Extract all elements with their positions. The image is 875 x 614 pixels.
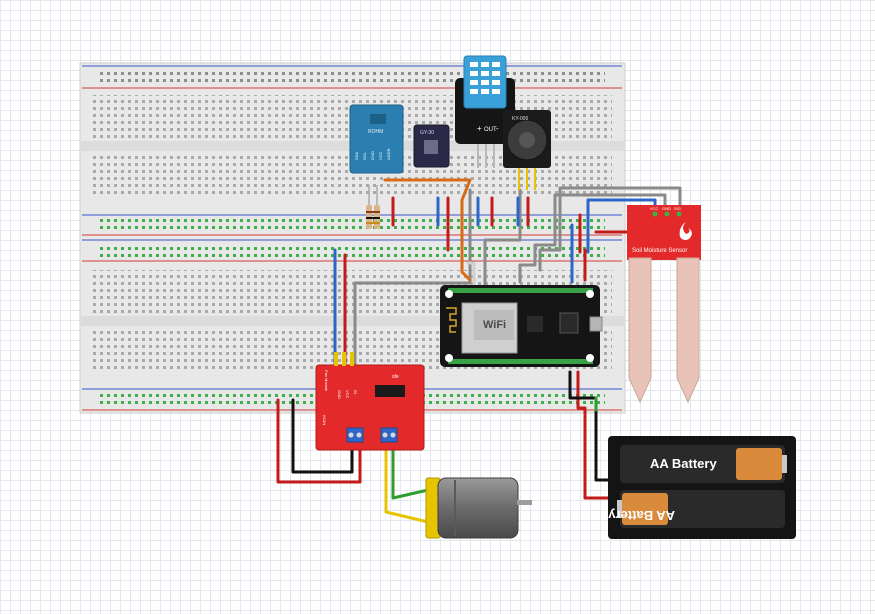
dht-pin-label: OUT	[484, 127, 497, 133]
sparkfun-flame-icon	[679, 222, 692, 240]
driver-pin-label: VCC	[345, 390, 350, 399]
resistors	[366, 185, 380, 229]
buzzer-module: KY-006	[503, 110, 551, 190]
usb-port-icon	[589, 316, 603, 332]
light-pin-label: ADDR	[386, 149, 391, 160]
dht-pin-label: -	[496, 124, 499, 133]
driver-pin-label: IN	[353, 390, 358, 394]
light-pin-label: GND	[370, 151, 375, 160]
wires	[276, 178, 682, 524]
wifi-icon: WiFi	[483, 319, 506, 331]
motor-driver-board: sfe Fan Module IN1IN GND VCC IN	[315, 352, 425, 451]
driver-pin-label: GND	[337, 390, 342, 399]
driver-title: Fan Module	[324, 370, 329, 392]
gy-sensor-module: GY-30	[413, 124, 450, 168]
driver-brand: sfe	[392, 374, 399, 380]
moisture-pin-label: SIG	[674, 206, 681, 211]
driver-side-label: IN1IN	[322, 415, 327, 425]
moisture-title: Soil Moisture Sensor	[632, 248, 687, 254]
nodemcu-board: WiFi	[440, 285, 603, 367]
dc-motor	[425, 477, 532, 539]
battery-bottom-label: AA Battery	[608, 508, 675, 523]
light-pin-label: SDA	[354, 151, 359, 160]
battery-top-label: AA Battery	[650, 456, 717, 471]
moisture-pin-label: GND	[662, 206, 671, 211]
light-pin-label: SCL	[362, 151, 367, 160]
moisture-pin-label: VCC	[650, 206, 659, 211]
buzzer-label: KY-006	[512, 116, 528, 122]
light-pin-label: VCC	[378, 151, 383, 160]
light-sensor-label: ROHM	[368, 129, 383, 135]
battery-holder: AA Battery AA Battery	[608, 436, 796, 539]
soil-moisture-sensor: Soil Moisture Sensor VCC GND SIG	[627, 205, 701, 404]
dht-pin-label: +	[477, 124, 482, 133]
light-sensor-module: ROHM SDA SCL GND VCC ADDR	[349, 104, 404, 174]
dht-sensor: + OUT -	[455, 55, 515, 168]
gy-label: GY-30	[420, 130, 434, 136]
